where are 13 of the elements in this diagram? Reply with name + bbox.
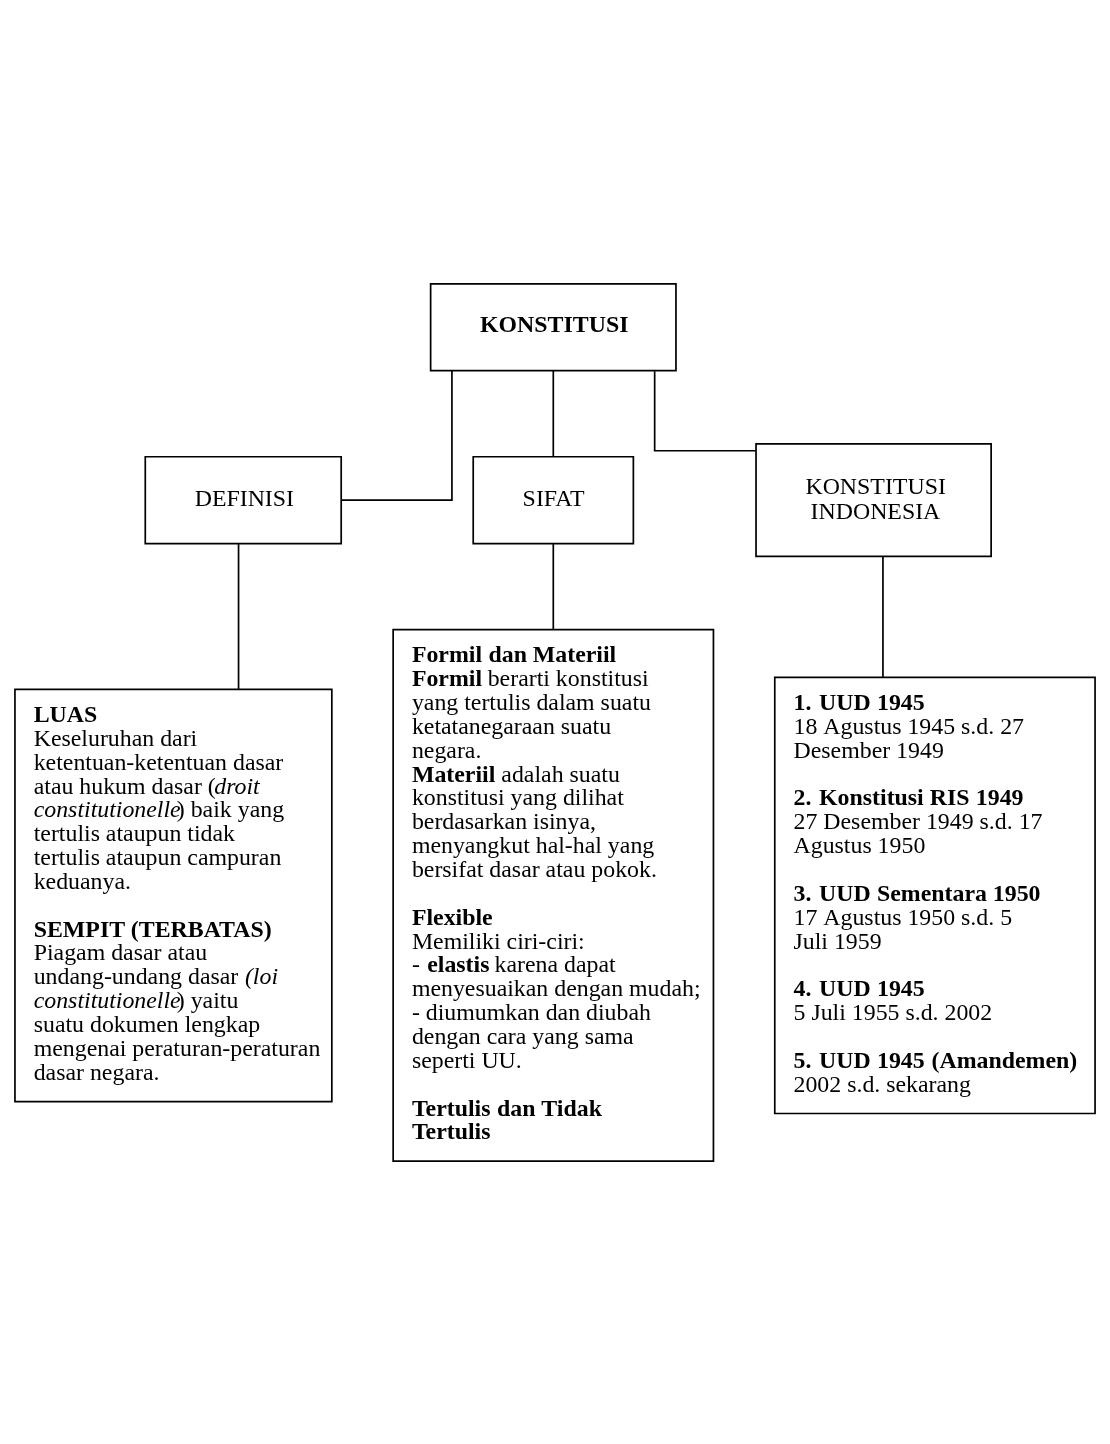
node-box: SIFAT <box>472 455 635 544</box>
connector <box>882 555 884 678</box>
connector <box>653 369 757 452</box>
node-box: DEFINISI <box>144 455 343 544</box>
connector <box>237 542 240 690</box>
connector <box>552 369 555 457</box>
node-box: 1. UUD 1945 18 Agustus 1945 s.d. 27 Desember 1949 2. Konstitusi RIS 1949 27 Desember 1949 s.d. 17 Agustus 1950 3. UUD Sementara 1950 17 Agustus 1950 s.d. 5 Juli 1959 4. UUD 1945 5 Juli 1955 s.d. 2002 5. UUD 1945 (Amandemen) 2002 s.d. sekarang <box>773 676 1096 1114</box>
connector <box>552 542 555 630</box>
node-box: KONSTITUSI INDONESIA <box>755 442 992 557</box>
connector <box>340 369 453 501</box>
node-box: KONSTITUSI <box>429 282 677 372</box>
node-box: Formil dan Materiil Formil berarti konstitusi yang tertulis dalam suatu ketatanegaraan suatu negara. Materiil adalah suatu konstitusi yang dilihat berdasarkan isinya, menyangkut hal-hal yang bersifat dasar atau pokok. Flexible Memiliki ciri-ciri: - elastis karena dapat menyesuaikan dengan mudah; - diumumkan dan diubah dengan cara yang sama seperti UU. Tertulis dan Tidak Tertulis <box>392 628 715 1162</box>
node-box: LUAS Keseluruhan dari ketentuan-ketentuan dasar atau hukum dasar (droit constitutionelle) baik yang tertulis ataupun tidak tertulis ataupun campuran keduanya. SEMPIT (TERBATAS) Piagam dasar atau undang-undang dasar (loi constitutionelle) yaitu suatu dokumen lengkap mengenai peraturan-peraturan dasar negara. <box>14 687 333 1102</box>
